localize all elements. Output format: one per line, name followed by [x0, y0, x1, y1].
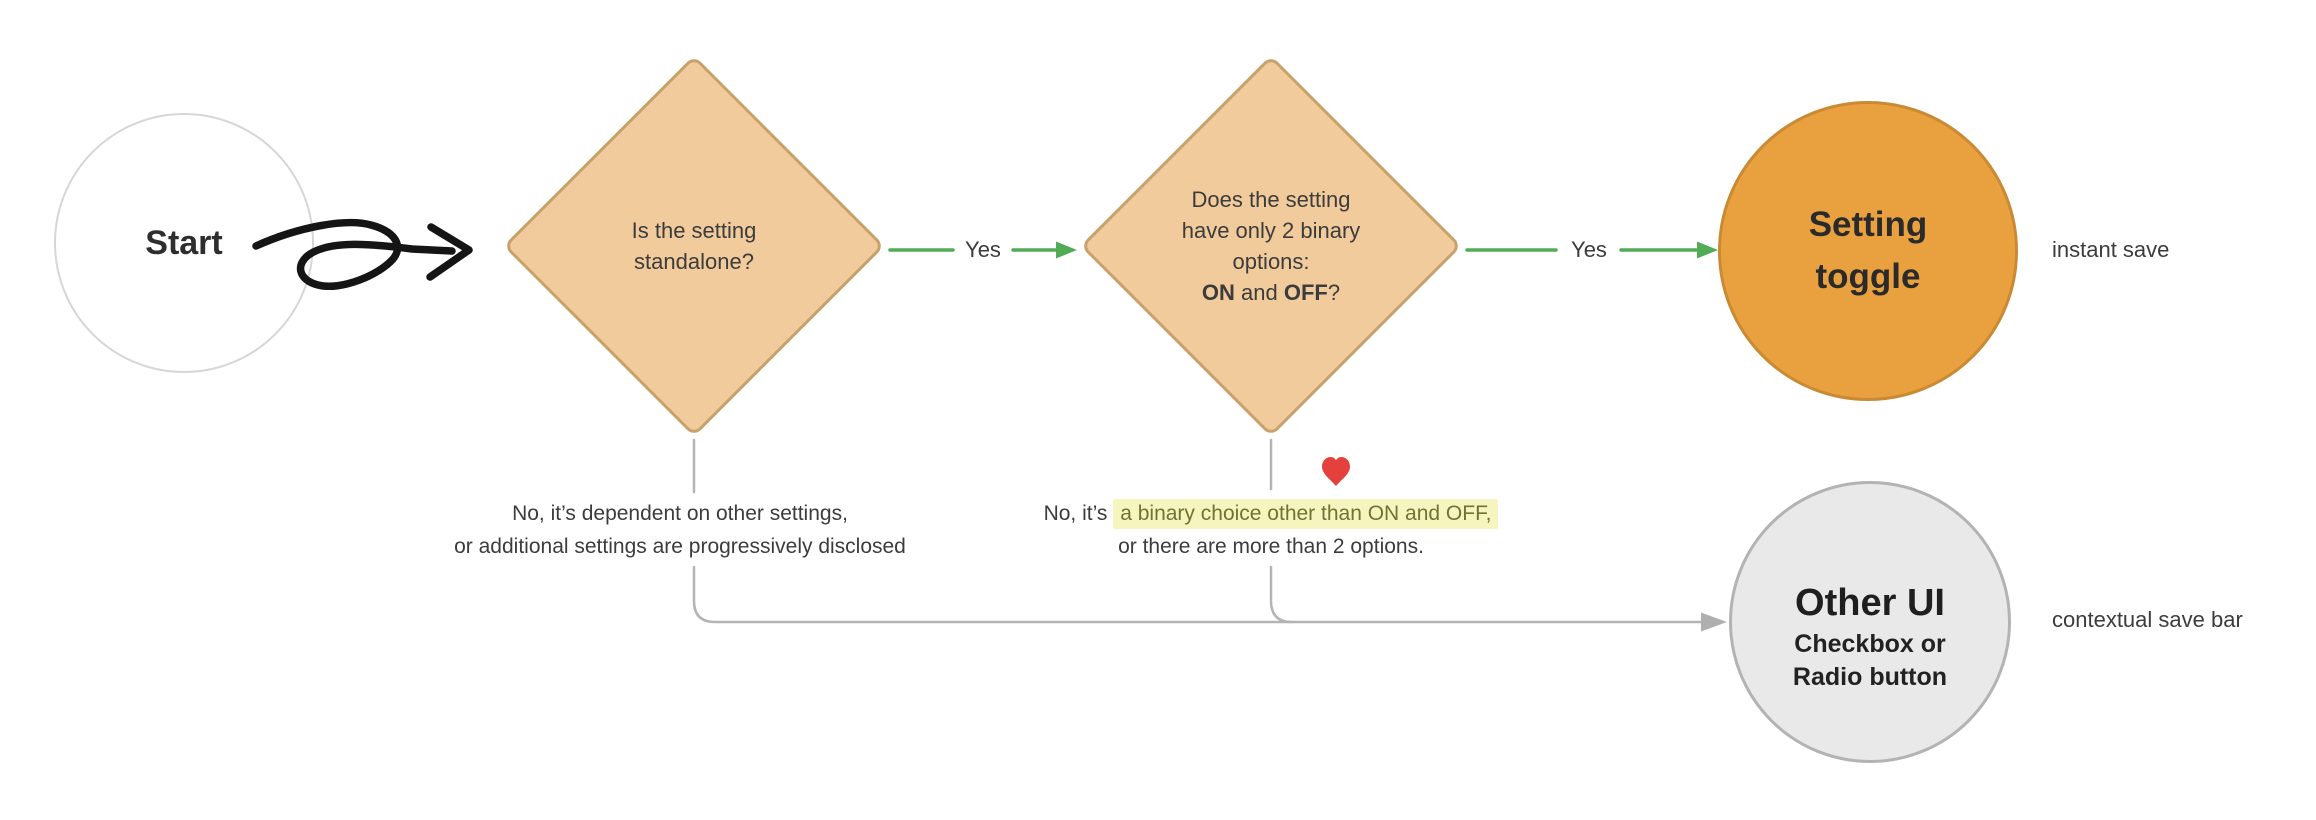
no1-line1: No, it’s dependent on other settings, — [512, 502, 848, 525]
no1-line-bottom — [692, 565, 1703, 624]
yes1-label: Yes — [965, 237, 1001, 262]
decision2-text: Does the setting have only 2 binary opti… — [1121, 184, 1421, 308]
decision2-line4: ON and OFF? — [1121, 277, 1421, 308]
instant-save-note: instant save — [2052, 237, 2170, 262]
doodle-arrowhead-icon — [426, 223, 473, 281]
setting-toggle-line1: Setting — [1808, 205, 1928, 244]
decision2-line3: options: — [1232, 249, 1310, 274]
no2-text: No, it’s a binary choice other than ON a… — [961, 497, 1581, 563]
heart-icon — [1322, 457, 1350, 486]
other-ui-sub1: Checkbox or — [1794, 630, 1946, 658]
no2-line2: or there are more than 2 options. — [1118, 535, 1424, 558]
no2-line-bottom — [1269, 565, 1294, 624]
decision2-line2: have only 2 binary — [1181, 218, 1361, 243]
decision2-and: and — [1234, 280, 1284, 305]
setting-toggle-label: Setting toggle — [1718, 199, 2018, 303]
decision1-text: Is the setting standalone? — [544, 215, 844, 277]
decision2-off: OFF — [1283, 280, 1328, 305]
decision1-line1: Is the setting — [631, 218, 757, 243]
outcome-node-setting-toggle — [1718, 101, 2018, 401]
no-arrowhead-icon — [1701, 612, 1727, 632]
start-label: Start — [145, 223, 223, 262]
decision1-line2: standalone? — [634, 249, 754, 274]
yes1-arrowhead-icon — [1056, 241, 1077, 259]
decision2-on: ON — [1201, 280, 1235, 305]
other-ui-title: Other UI — [1795, 582, 1945, 624]
other-ui-label: Other UI Checkbox or Radio button — [1730, 580, 2010, 694]
yes2-label: Yes — [1571, 237, 1607, 262]
no1-line2: or additional settings are progressively… — [454, 535, 906, 558]
decision2-line1: Does the setting — [1191, 187, 1351, 212]
no1-text: No, it’s dependent on other settings, or… — [370, 497, 990, 563]
setting-toggle-line2: toggle — [1815, 257, 1921, 296]
decision2-question-mark: ? — [1327, 280, 1341, 305]
no2-line1: No, it’s a binary choice other than ON a… — [961, 497, 1581, 530]
no2-prefix: No, it’s — [1043, 502, 1114, 525]
other-ui-sub2: Radio button — [1792, 663, 1948, 691]
contextual-save-bar-note: contextual save bar — [2052, 607, 2243, 632]
yes2-arrowhead-icon — [1697, 241, 1718, 259]
no2-highlighted-text: a binary choice other than ON and OFF, — [1113, 499, 1499, 529]
outcome-node-other-ui — [1729, 481, 2011, 763]
